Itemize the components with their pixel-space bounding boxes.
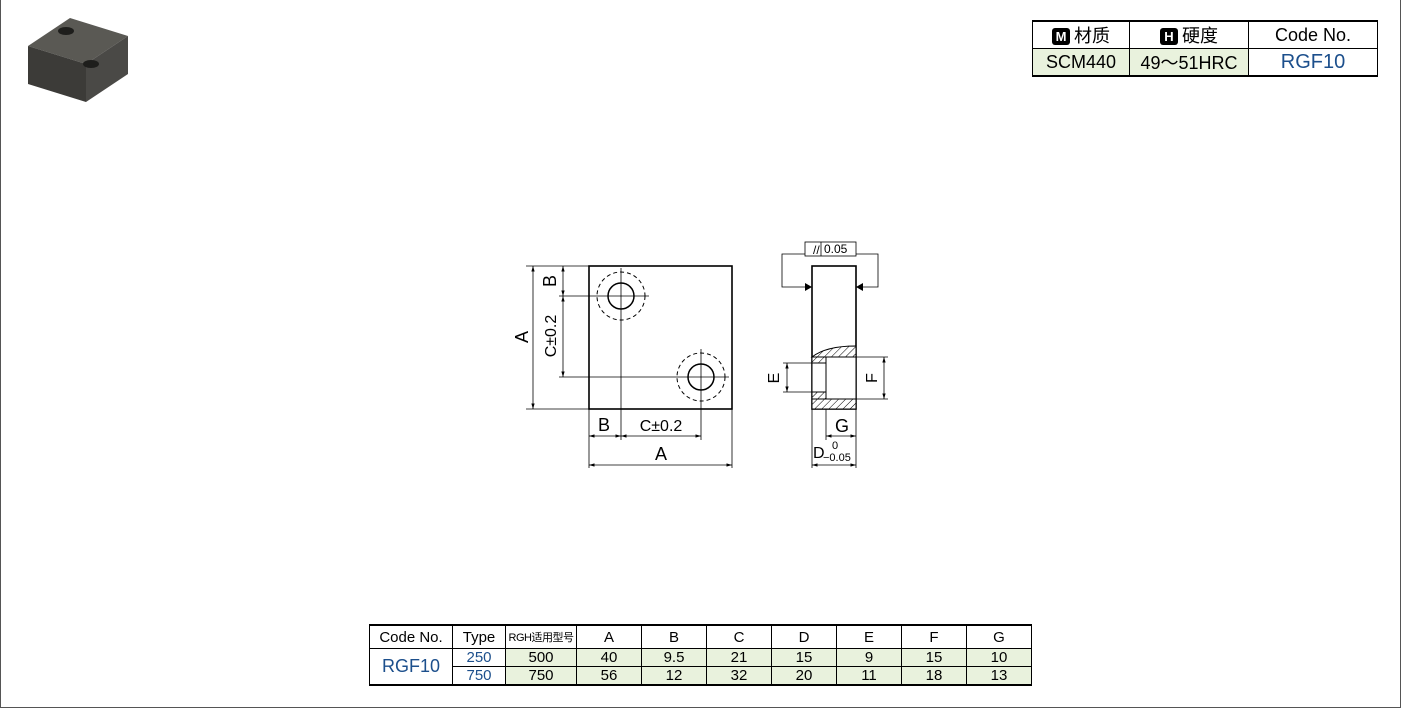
label-G: G [835,416,849,436]
label-B-vertical: B [540,275,560,287]
material-badge: M [1052,28,1070,45]
table-cell: 9.5 [641,648,707,667]
label-E: E [766,373,783,384]
header-type: Type [452,624,506,649]
section-hatch-bottom-left [811,391,827,400]
row-code: RGF10 [369,648,453,686]
header-rgh: RGH适用型号 [505,624,577,649]
hardness-value: 49～51HRC [1129,48,1249,77]
section-hatch-top [810,345,857,358]
block-hole-1 [58,27,74,35]
label-C-vertical: C±0.2 [543,315,560,358]
product-photo [28,18,128,102]
table-cell: 32 [706,666,772,686]
label-D-tol-lower: −0.05 [823,452,851,464]
table-cell: 18 [901,666,967,686]
section-hatch-bottom [811,398,857,410]
table-cell: 21 [706,648,772,667]
table-cell: 750 [452,666,506,686]
front-view [526,265,733,468]
table-cell: 12 [641,666,707,686]
table-cell: 11 [836,666,902,686]
table-cell: 15 [901,648,967,667]
label-C-horizontal: C±0.2 [640,418,683,435]
label-D: D [813,445,825,462]
spec-table: Code No. Type RGH适用型号 A B C D E F G RGF1… [369,624,1032,686]
header-C: C [706,624,772,649]
label-D-tol-upper: 0 [832,440,838,452]
side-view [781,241,888,468]
label-A-horizontal: A [655,444,667,464]
table-cell: 250 [452,648,506,667]
header-G: G [966,624,1032,649]
bore-small [811,362,827,393]
parallelism-frame [804,241,857,257]
header-F: F [901,624,967,649]
label-F: F [864,373,881,383]
table-cell: 10 [966,648,1032,667]
table-cell: 56 [576,666,642,686]
header-A: A [576,624,642,649]
label-B-horizontal: B [598,415,610,435]
front-outline [588,265,733,410]
table-cell: 40 [576,648,642,667]
material-value: SCM440 [1032,48,1130,77]
section-hatch-mid-left [811,356,827,364]
header-code-no: Code No. [369,624,453,649]
code-header: Code No. [1248,20,1378,49]
table-cell: 500 [505,648,577,667]
header-D: D [771,624,837,649]
parallelism-value: 0.05 [824,242,848,256]
block-front-face [28,46,86,102]
table-cell: 750 [505,666,577,686]
code-value: RGF10 [1248,48,1378,77]
table-cell: 9 [836,648,902,667]
header-B: B [641,624,707,649]
parallelism-symbol: // [813,243,820,257]
header-E: E [836,624,902,649]
hardness-badge: H [1160,28,1178,45]
bore-counterbore [825,356,857,400]
block-hole-2 [83,60,99,68]
table-cell: 15 [771,648,837,667]
block-side-face [86,36,128,102]
table-cell: 20 [771,666,837,686]
block-top-face [28,18,128,64]
label-A-vertical: A [512,331,532,343]
table-cell: 13 [966,666,1032,686]
